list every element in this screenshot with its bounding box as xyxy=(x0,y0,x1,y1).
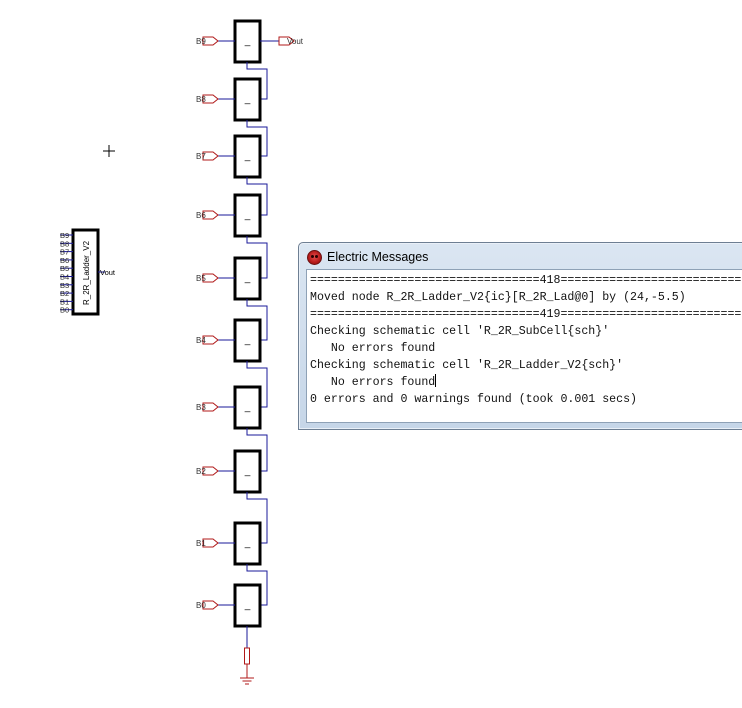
log-line: No errors found xyxy=(310,342,436,355)
log-line: Moved node R_2R_Ladder_V2{ic}[R_2R_Lad@0… xyxy=(310,291,686,304)
subcell-box xyxy=(233,583,262,628)
electric-app-icon xyxy=(307,249,322,265)
messages-text-area[interactable]: =================================418====… xyxy=(306,269,742,423)
input-port-label: B8 xyxy=(196,95,206,104)
log-line: 0 errors and 0 warnings found (took 0.00… xyxy=(310,393,637,406)
input-port-icon xyxy=(202,402,219,412)
input-port-icon xyxy=(202,210,219,220)
chain-wire xyxy=(246,428,268,472)
input-port-label: B3 xyxy=(196,403,206,412)
subcell-instance: _ B3 xyxy=(196,385,268,472)
symbol-pin-label: B7 xyxy=(60,248,69,257)
chain-wire xyxy=(246,492,268,544)
electric-messages-window[interactable]: Electric Messages ======================… xyxy=(298,242,742,430)
chain-wire xyxy=(246,564,268,606)
messages-log[interactable]: =================================418====… xyxy=(307,270,742,410)
subcell-label: _ xyxy=(244,538,251,549)
log-line: =================================419====… xyxy=(310,308,742,321)
input-port-icon xyxy=(202,600,219,610)
subcell-instance: _ B5 xyxy=(196,256,268,341)
chain-wire xyxy=(246,236,268,279)
symbol-pin-label: B3 xyxy=(60,281,69,290)
subcell-label: _ xyxy=(244,273,251,284)
log-line: No errors found xyxy=(310,376,436,389)
chain-wire xyxy=(246,62,268,100)
symbol-pin-label: B6 xyxy=(60,256,69,265)
log-line: Checking schematic cell 'R_2R_Ladder_V2{… xyxy=(310,359,624,372)
input-port-label: B0 xyxy=(196,601,206,610)
subcell-label: _ xyxy=(244,335,251,346)
chain-wire xyxy=(246,299,268,341)
r2r-ladder-schematic: _ B9 Vout _ B8 _ B7 _ B6 _ B5 _ B4 _ B3 _ B2 _ B1 _ B0 xyxy=(196,19,304,685)
subcell-instance: _ B8 xyxy=(196,77,268,157)
window-title: Electric Messages xyxy=(327,250,429,264)
subcell-instance: _ B4 xyxy=(196,318,268,408)
log-line: =================================418====… xyxy=(310,274,742,287)
input-port-icon xyxy=(202,538,219,548)
input-port-icon xyxy=(202,151,219,161)
input-port-label: B1 xyxy=(196,539,206,548)
symbol-pin-label: B4 xyxy=(60,273,69,282)
subcell-box xyxy=(233,521,262,566)
input-port-icon xyxy=(202,466,219,476)
symbol-pin-label: B0 xyxy=(60,306,69,315)
subcell-label: _ xyxy=(244,210,251,221)
symbol-pin-label: B2 xyxy=(60,289,69,298)
text-cursor xyxy=(435,374,437,387)
subcell-label: _ xyxy=(244,36,251,47)
subcell-label: _ xyxy=(244,600,251,611)
symbol-output-label: Vout xyxy=(100,268,116,277)
subcell-instance: _ B6 xyxy=(196,193,268,279)
subcell-instance: _ B0 xyxy=(196,583,262,685)
subcell-instance: _ B9 Vout xyxy=(196,19,304,100)
subcell-label: _ xyxy=(244,402,251,413)
symbol-pin-label: B8 xyxy=(60,239,69,248)
input-port-label: B4 xyxy=(196,336,206,345)
input-port-label: B9 xyxy=(196,37,206,46)
subcell-instance: _ B7 xyxy=(196,134,268,216)
subcell-instance: _ B2 xyxy=(196,449,268,544)
chain-wire xyxy=(246,120,268,157)
log-line: Checking schematic cell 'R_2R_SubCell{sc… xyxy=(310,325,610,338)
symbol-name-label: R_2R_Ladder_V2 xyxy=(82,240,91,305)
symbol-pin-label: B1 xyxy=(60,297,69,306)
chain-wire xyxy=(246,177,268,216)
crosshair-cursor-icon xyxy=(103,145,115,157)
input-port-label: B2 xyxy=(196,467,206,476)
input-port-icon xyxy=(202,273,219,283)
symbol-pin-label: B5 xyxy=(60,264,69,273)
input-port-icon xyxy=(202,94,219,104)
output-port-label: Vout xyxy=(287,37,304,46)
subcell-label: _ xyxy=(244,151,251,162)
input-port-label: B6 xyxy=(196,211,206,220)
window-titlebar[interactable]: Electric Messages xyxy=(307,247,428,267)
symbol-pin-label: B9 xyxy=(60,231,69,240)
subcell-instance: _ B1 xyxy=(196,521,268,606)
subcell-label: _ xyxy=(244,94,251,105)
ground-resistor-icon xyxy=(244,647,250,665)
subcell-label: _ xyxy=(244,466,251,477)
chain-wire xyxy=(246,361,268,408)
input-port-label: B7 xyxy=(196,152,206,161)
output-port-icon xyxy=(278,36,295,46)
input-port-icon xyxy=(202,36,219,46)
input-port-icon xyxy=(202,335,219,345)
input-port-label: B5 xyxy=(196,274,206,283)
